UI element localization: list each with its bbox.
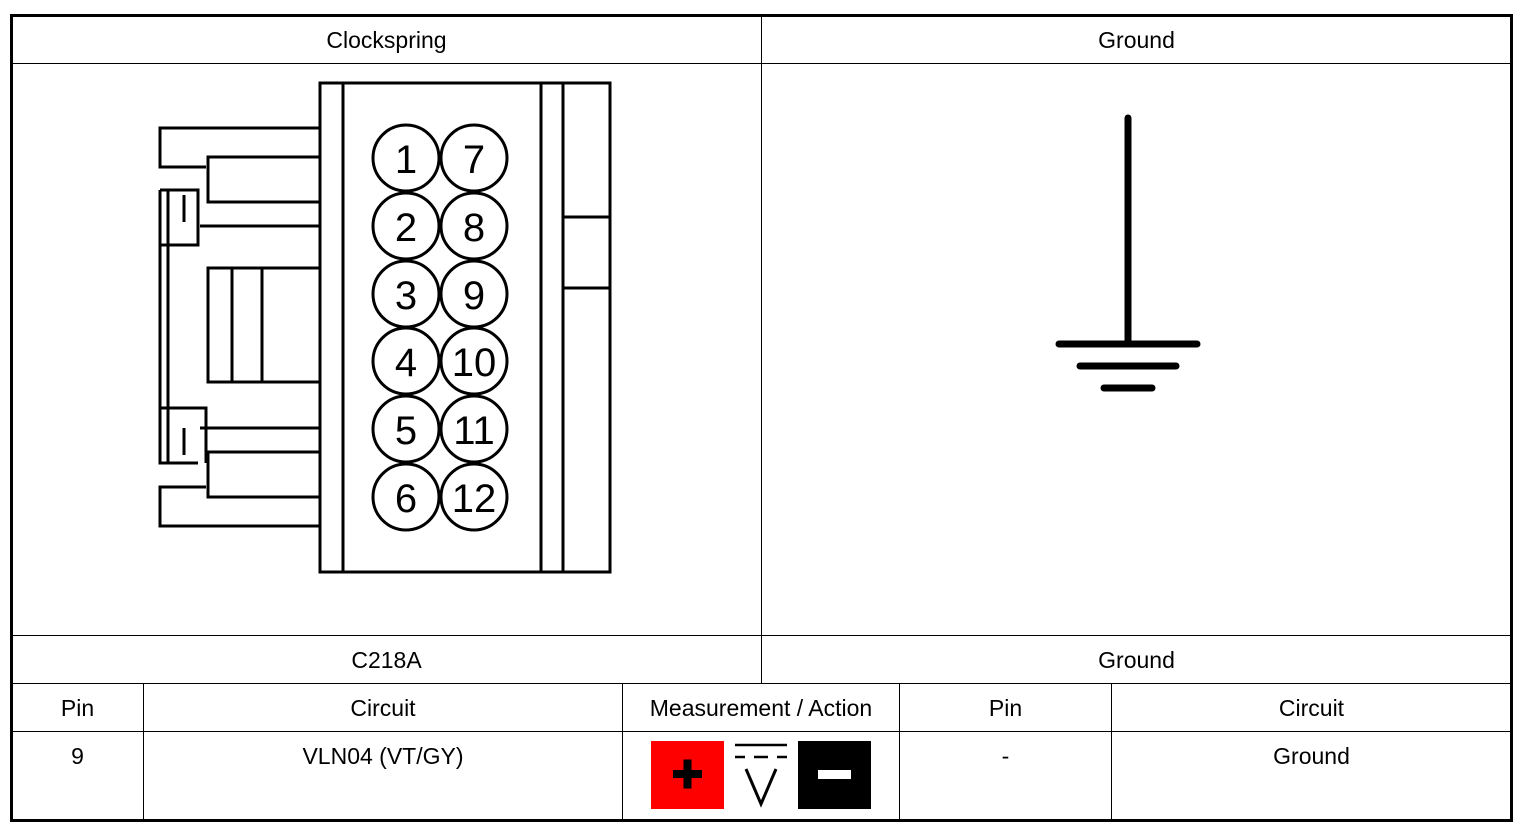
col-header-measurement: Measurement / Action — [649, 695, 873, 721]
pin-label: 6 — [395, 477, 417, 521]
ground-symbol-icon — [1055, 114, 1201, 392]
col-divider-4 — [1111, 683, 1112, 820]
pin-label: 1 — [395, 138, 417, 182]
col-header-circuit: Circuit — [350, 695, 416, 721]
label-divider — [12, 635, 1512, 636]
pin-label: 7 — [463, 138, 485, 182]
ground-label: Ground — [1098, 647, 1175, 673]
pin-label: 5 — [395, 409, 417, 453]
row-pin: 9 — [71, 743, 84, 769]
pin-label: 2 — [395, 206, 417, 250]
col-divider-2 — [622, 683, 623, 820]
connector-diagram: 1 2 3 4 5 6 7 8 9 10 11 12 — [158, 81, 612, 574]
pin-label: 3 — [395, 274, 417, 318]
row-ground-pin: - — [1001, 743, 1010, 769]
row-ground-circuit: Ground — [1273, 743, 1350, 769]
header-divider — [12, 63, 1512, 64]
dc-voltage-icon — [732, 741, 790, 809]
minus-probe-icon — [798, 741, 871, 809]
plus-probe-icon — [651, 741, 724, 809]
ground-title: Ground — [1098, 27, 1175, 53]
pin-label: 8 — [463, 206, 485, 250]
pin-label: 12 — [452, 477, 497, 521]
table-top-divider — [12, 683, 1512, 684]
table-header-divider — [12, 731, 1512, 732]
col-header-ground-circuit: Circuit — [1278, 695, 1345, 721]
col-divider-1 — [143, 683, 144, 820]
diagram-frame — [10, 14, 1513, 822]
pin-label: 11 — [453, 409, 495, 453]
pin-label: 9 — [463, 274, 485, 318]
clockspring-title: Clockspring — [326, 27, 447, 53]
col-header-ground-pin: Pin — [988, 695, 1023, 721]
col-header-pin: Pin — [60, 695, 95, 721]
pin-label: 4 — [395, 341, 417, 385]
panel-divider — [761, 16, 762, 684]
col-divider-3 — [899, 683, 900, 820]
pin-label: 10 — [452, 341, 497, 385]
row-circuit: VLN04 (VT/GY) — [302, 743, 464, 769]
connector-id-label: C218A — [351, 647, 422, 673]
